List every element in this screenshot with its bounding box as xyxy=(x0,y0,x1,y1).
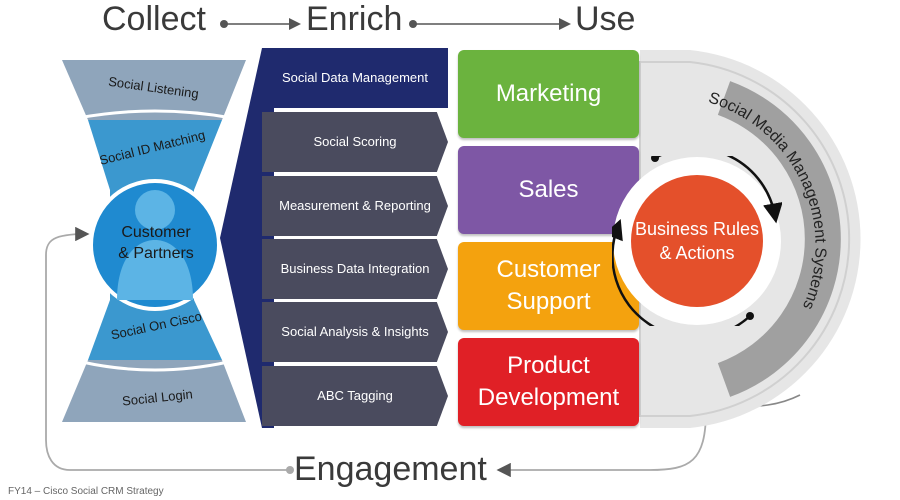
svg-text:Social Media Management System: Social Media Management Systems xyxy=(706,90,828,312)
footer-text: FY14 – Cisco Social CRM Strategy xyxy=(8,486,164,497)
business-rules-line1: Business Rules xyxy=(634,219,760,239)
use-header: Use xyxy=(575,0,636,38)
enrich-item-measurement-reporting: Measurement & Reporting xyxy=(262,176,448,236)
use-customer-support: Customer Support xyxy=(458,242,639,330)
enrich-item-social-analysis-insights: Social Analysis & Insights xyxy=(262,302,448,362)
collect-header: Collect xyxy=(102,0,206,38)
enrich-item-abc-tagging: ABC Tagging xyxy=(262,366,448,426)
customer-partners-line2: & Partners xyxy=(118,245,194,262)
band-social-listening xyxy=(62,60,246,120)
ring-label-text: Social Media Management Systems xyxy=(706,90,828,312)
use-product-development: Product Development xyxy=(458,338,639,426)
enrich-header: Enrich xyxy=(306,0,403,38)
band-social-id-matching xyxy=(88,120,222,190)
support-label-2: Support xyxy=(506,288,591,315)
support-label-1: Customer xyxy=(496,255,601,283)
enrich-item-business-data-integration: Business Data Integration xyxy=(262,239,448,299)
engagement-label: Engagement xyxy=(294,450,487,488)
use-sales: Sales xyxy=(458,146,639,234)
ring-label: Social Media Management Systems xyxy=(706,90,828,312)
collect-diagram xyxy=(62,60,246,422)
product-label-2: Development xyxy=(477,384,620,411)
band-social-login xyxy=(62,360,246,422)
customer-partners-line1: Customer xyxy=(121,224,191,241)
business-rules-circle xyxy=(612,156,782,326)
enrich-item-social-scoring: Social Scoring xyxy=(262,112,448,172)
product-label-1: Product xyxy=(507,351,590,379)
enrich-chevron xyxy=(220,48,274,428)
enrich-item-social-data-management: Social Data Management xyxy=(262,48,448,108)
sales-label: Sales xyxy=(518,175,579,203)
business-rules-line2: & Actions xyxy=(659,243,735,263)
marketing-label: Marketing xyxy=(495,79,602,107)
use-marketing: Marketing xyxy=(458,50,639,138)
band-social-on-cisco xyxy=(88,300,222,360)
